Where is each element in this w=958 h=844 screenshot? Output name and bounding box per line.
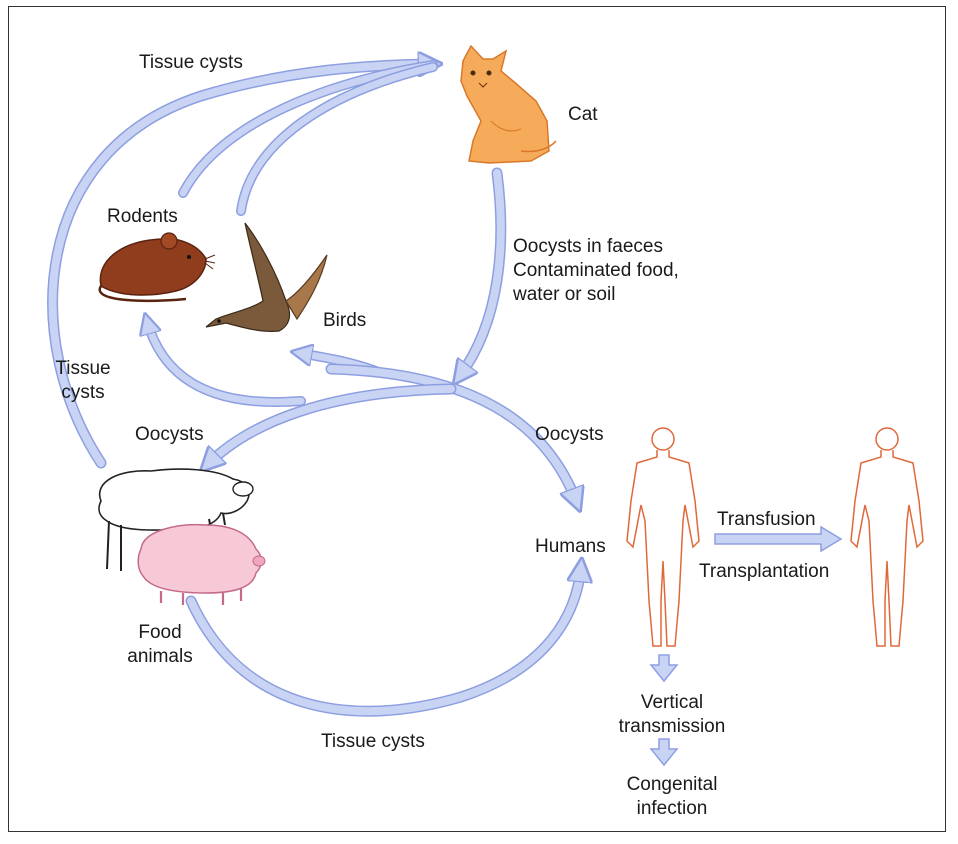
arrow-birds-to-cat [236, 62, 438, 216]
arrow-cat-to-environment [459, 167, 507, 377]
label-tissue-cysts-bottom: Tissue cysts [321, 731, 425, 752]
label-cat-faeces-3: water or soil [513, 284, 616, 305]
label-rodents: Rodents [107, 206, 178, 227]
pig-illustration [137, 523, 266, 605]
arrow-transfusion [714, 525, 843, 553]
arrow-food-animals-to-humans [185, 567, 581, 717]
label-tissue-cysts-top: Tissue cysts [139, 52, 243, 73]
label-congenital-2: infection [636, 798, 708, 819]
bird-illustration [205, 222, 328, 332]
label-tissue-cysts-left-1: Tissue [55, 358, 111, 379]
arrow-vertical [649, 654, 679, 683]
label-cat-faeces-1: Oocysts in faeces [513, 236, 663, 257]
arrow-food-animals-to-cat [47, 64, 433, 469]
diagram-frame: Tissue cysts Cat Rodents Birds Oocysts i… [8, 6, 946, 832]
label-oocysts-left: Oocysts [135, 424, 204, 445]
human-figure-left [626, 427, 700, 647]
label-vertical-1: Vertical [640, 692, 704, 713]
sheep-illustration [98, 468, 254, 571]
arrow-oocysts-to-rodents [147, 321, 306, 407]
rodent-illustration [98, 232, 216, 303]
label-transplantation: Transplantation [699, 561, 830, 582]
lifecycle-diagram [47, 44, 924, 767]
label-vertical-2: transmission [618, 716, 726, 737]
label-cat: Cat [568, 104, 598, 125]
label-oocysts-right: Oocysts [535, 424, 604, 445]
human-figure-right [850, 427, 924, 647]
label-transfusion: Transfusion [717, 509, 816, 530]
cat-illustration [460, 44, 557, 164]
label-food-animals-1: Food [138, 622, 182, 643]
label-cat-faeces-2: Contaminated food, [513, 260, 679, 281]
label-humans: Humans [535, 536, 606, 557]
label-congenital-1: Congenital [626, 774, 718, 795]
label-food-animals-2: animals [127, 646, 193, 667]
label-birds: Birds [323, 310, 367, 331]
arrow-rodents-to-cat [178, 60, 438, 198]
arrow-congenital [649, 738, 679, 767]
label-tissue-cysts-left-2: cysts [61, 382, 105, 403]
arrow-oocysts-to-humans [325, 363, 577, 503]
arrow-oocysts-to-food-animals [207, 383, 457, 465]
